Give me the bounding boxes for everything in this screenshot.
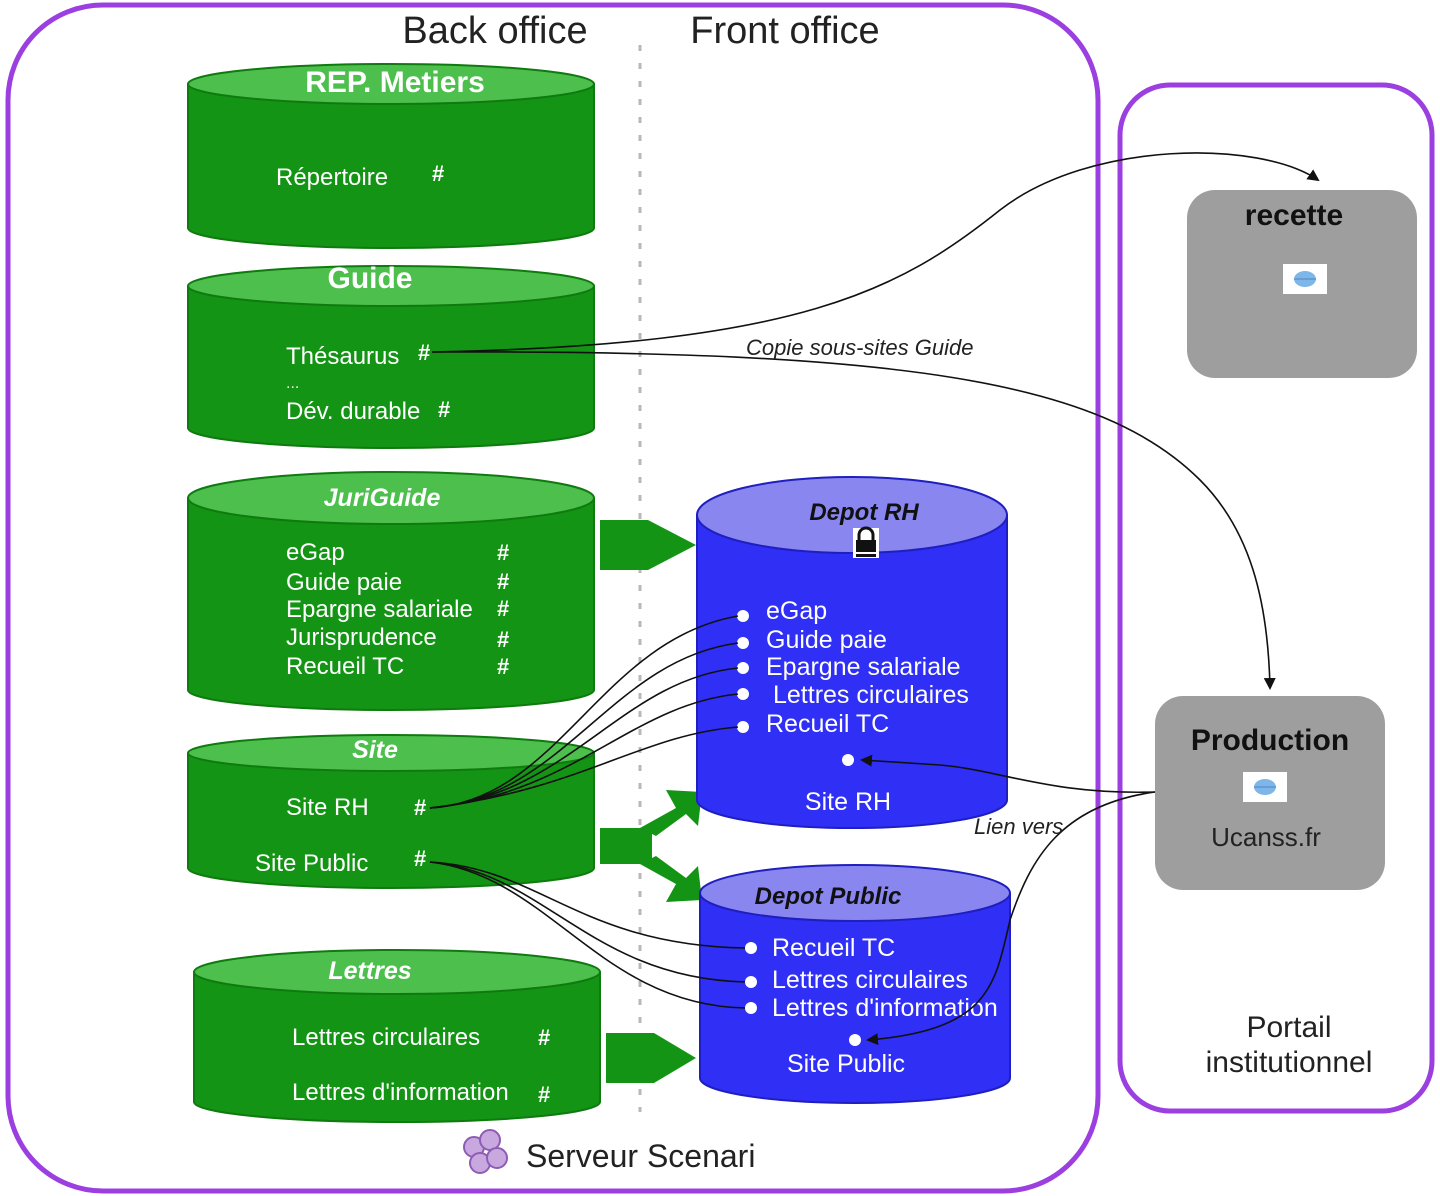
portal-label-line2: institutionnel <box>1206 1046 1373 1079</box>
hash-icon: # <box>418 340 430 365</box>
depot-item-lettres-circulaires: Lettres circulaires <box>772 966 968 994</box>
repo-item-site-rh: Site RH <box>286 794 369 821</box>
repo-item-lettres-circulaires: Lettres circulaires <box>292 1024 480 1051</box>
depot-site-public: Site Public <box>787 1050 905 1078</box>
repo-item-recueil-tc: Recueil TC <box>286 653 404 680</box>
depot-public: Depot Public Recueil TC Lettres circulai… <box>699 864 1011 1104</box>
repo-title: Lettres <box>328 957 411 985</box>
repo-title: REP. Metiers <box>305 66 485 99</box>
repo-item-thesaurus: Thésaurus <box>286 343 399 370</box>
front-office-header: Front office <box>690 10 879 52</box>
lock-icon <box>853 526 879 558</box>
hash-icon: # <box>414 846 426 871</box>
hash-icon: # <box>538 1082 550 1107</box>
hash-icon: # <box>538 1025 550 1050</box>
server-label: Serveur Scenari <box>526 1138 755 1174</box>
repo-rep-metiers: REP. Metiers Répertoire # <box>187 63 595 249</box>
repo-item-repertoire: Répertoire <box>276 164 388 191</box>
recette-title: recette <box>1245 199 1343 232</box>
hash-icon: # <box>497 627 509 652</box>
depot-item-recueil-tc: Recueil TC <box>766 710 889 738</box>
back-office-header: Back office <box>402 10 587 52</box>
publish-arrow-lettres <box>606 1033 696 1083</box>
depot-rh: Depot RH eGap Guide paie Epargne salaria… <box>696 476 1008 829</box>
repo-item-dev-durable: Dév. durable <box>286 398 420 425</box>
depot-item-lettres-information: Lettres d'information <box>772 994 998 1022</box>
depot-item-guide-paie: Guide paie <box>766 626 887 654</box>
connector-label-lien: Lien vers <box>974 814 1063 839</box>
repo-title: Guide <box>327 262 412 295</box>
repo-guide: Guide Thésaurus # ... Dév. durable # <box>187 262 595 449</box>
repo-juriguide: JuriGuide eGap Guide paie Epargne salari… <box>187 471 595 711</box>
depot-site-rh: Site RH <box>805 788 891 816</box>
web-icon <box>1283 264 1327 294</box>
production-subtitle: Ucanss.fr <box>1211 822 1321 852</box>
connectors <box>429 152 1320 1046</box>
repo-title: JuriGuide <box>324 484 441 512</box>
scenari-logo-icon <box>463 1129 508 1174</box>
hash-icon: # <box>497 569 509 594</box>
connector-label-copie: Copie sous-sites Guide <box>746 335 973 360</box>
hash-icon: # <box>432 161 444 186</box>
hash-icon: # <box>414 795 426 820</box>
depot-title: Depot Public <box>755 883 902 910</box>
depot-item-lettres-circulaires: Lettres circulaires <box>773 681 969 709</box>
repo-title: Site <box>352 736 398 764</box>
repo-item-site-public: Site Public <box>255 850 368 877</box>
repo-item-jurisprudence: Jurisprudence <box>286 624 437 651</box>
scenari-server-frame <box>5 2 1101 1194</box>
repo-item-epargne: Epargne salariale <box>286 596 473 623</box>
hash-icon: # <box>497 540 509 565</box>
web-icon <box>1243 772 1287 802</box>
repo-item-ellipsis: ... <box>286 375 299 392</box>
portal-label-line1: Portail <box>1246 1011 1331 1044</box>
hash-icon: # <box>497 596 509 621</box>
repo-site: Site Site RH # Site Public # <box>187 734 595 889</box>
hash-icon: # <box>497 654 509 679</box>
depot-item-epargne: Epargne salariale <box>766 653 961 681</box>
recette-box: recette <box>1187 190 1417 378</box>
repo-item-guide-paie: Guide paie <box>286 569 402 596</box>
repo-item-egap: eGap <box>286 539 345 566</box>
production-title: Production <box>1191 724 1349 757</box>
hash-icon: # <box>438 397 450 422</box>
publish-arrow-juriguide <box>600 520 696 570</box>
publish-arrow-site-split <box>600 790 702 902</box>
repo-item-lettres-information: Lettres d'information <box>292 1079 509 1106</box>
repo-lettres: Lettres Lettres circulaires # Lettres d'… <box>193 949 601 1123</box>
depot-item-recueil-tc: Recueil TC <box>772 934 895 962</box>
portal-frame <box>1117 82 1435 1114</box>
production-box: Production Ucanss.fr <box>1155 696 1385 890</box>
depot-title: Depot RH <box>809 499 919 526</box>
depot-item-egap: eGap <box>766 597 827 625</box>
